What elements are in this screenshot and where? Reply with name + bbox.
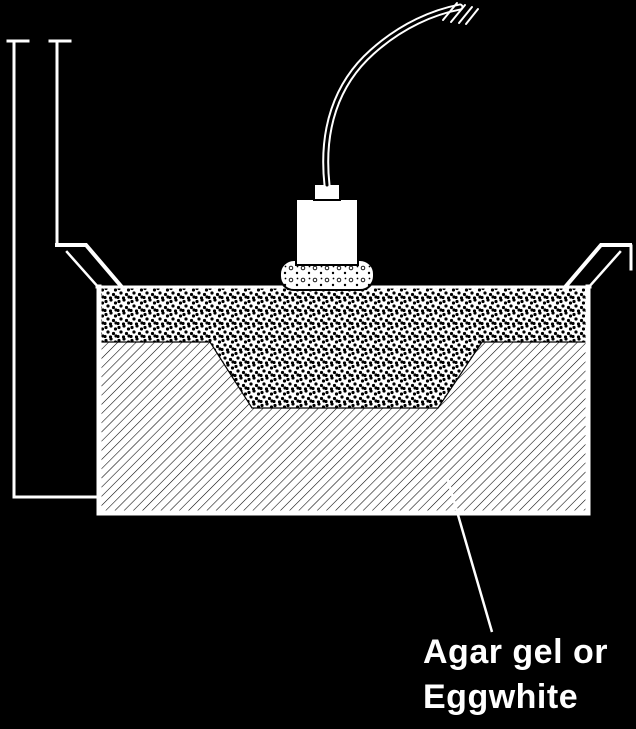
cable-end-tick [442,2,458,21]
label-text-line2: Eggwhite [423,678,578,716]
coupling-liquid-layer [99,288,588,408]
cable-end-hatch [442,2,479,25]
tray-rim-left-outer [55,243,124,289]
cable-end-tick [465,8,479,25]
tray-rim-right-outer [563,243,632,289]
transducer-body [295,198,359,266]
cable-core [324,5,462,187]
cable-end-tick [450,4,466,23]
tray-rim-left-inner [65,250,101,290]
tray-rim-right-inner [586,250,622,290]
label-text-line1: Agar gel or [423,633,608,671]
outer-tank-left-wall [6,39,98,499]
tray-walls [96,284,591,516]
transducer [279,183,375,291]
label-leader-line [445,476,494,633]
cable-end-tick [458,6,473,24]
cable [322,3,464,189]
